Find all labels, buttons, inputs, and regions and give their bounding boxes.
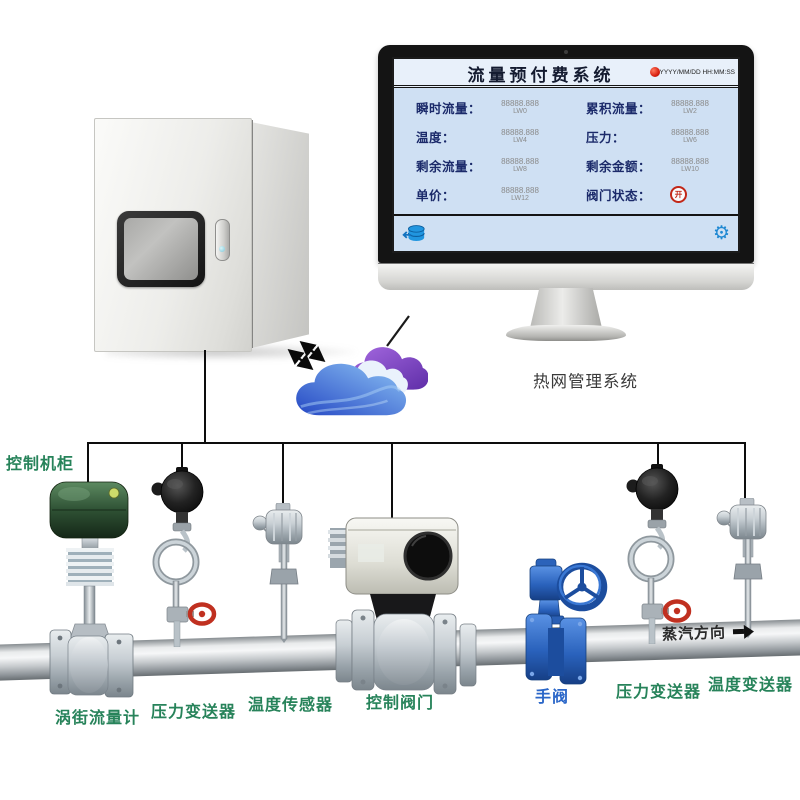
vortex-flowmeter-graphic [49,481,134,698]
hmi-register-tag: LW8 [513,166,527,174]
control-cabinet [92,112,356,360]
label-pressure-transmitter-2: 压力变送器 [616,684,702,701]
monitor-to-cloud-line [386,315,410,347]
hmi-screen: 流量预付费系统 YYYY/MM/DD HH:MM:SS 瞬时流量： 88888.… [392,57,740,253]
hmi-register-tag: LW10 [681,166,699,174]
signal-wiring-bus [87,350,746,521]
hmi-register-tag: LW6 [683,137,697,145]
label-temperature-transmitter: 温度变送器 [708,677,794,694]
label-temperature-sensor: 温度传感器 [248,697,334,714]
pressure-transmitter-graphic [626,464,692,644]
hmi-title: 流量预付费系统 [467,66,615,85]
label-vortex-flowmeter: 涡街流量计 [55,710,141,727]
hmi-register-tag: LW12 [511,195,529,203]
pressure-transmitter-graphic [151,467,217,647]
caption-heat-network-system: 热网管理系统 [533,373,638,391]
monitor: 流量预付费系统 YYYY/MM/DD HH:MM:SS 瞬时流量： 88888.… [378,45,754,345]
steam-direction: 蒸汽方向 [662,621,755,645]
hmi-register-tag: LW0 [513,108,527,116]
cabinet-door [94,118,252,352]
cabinet-cloud-arrow [299,341,326,362]
monitor-stand-neck [530,288,602,328]
hmi-value: 88888.888 [501,156,539,166]
hmi-datetime: YYYY/MM/DD HH:MM:SS [659,69,735,76]
hmi-value: 88888.888 [501,98,539,108]
hmi-register-tag: LW4 [513,137,527,145]
monitor-bezel: 流量预付费系统 YYYY/MM/DD HH:MM:SS 瞬时流量： 88888.… [378,45,754,263]
manual-valve-graphic [525,558,608,685]
temperature-transmitter-graphic [716,498,767,638]
camera-icon [564,50,568,54]
cabinet-side-panel [252,122,309,348]
monitor-stand-base [506,325,626,341]
hmi-value: 88888.888 [501,127,539,137]
hmi-footer: ⚙ [394,214,738,251]
right-arrow-icon [732,624,755,639]
hmi-titlebar: 流量预付费系统 YYYY/MM/DD HH:MM:SS [394,59,738,88]
cabinet-window-glass [124,218,198,280]
hmi-field-valve-status: 阀门状态： 开 [586,185,738,204]
valve-status-badge: 开 [670,186,687,203]
monitor-chin [378,263,754,290]
hmi-value: 88888.888 [671,98,709,108]
cabinet-window [117,211,205,287]
blue-cloud [296,363,407,416]
gear-icon[interactable]: ⚙ [712,223,730,244]
hmi-value: 88888.888 [671,127,709,137]
database-arrow-icon[interactable] [402,224,426,243]
label-control-valve: 控制阀门 [366,695,435,712]
hmi-value: 88888.888 [671,156,709,166]
label-manual-valve: 手阀 [535,689,570,706]
hmi-value: 88888.888 [501,185,539,195]
control-valve-graphic [328,517,477,695]
alarm-indicator-dot [650,67,660,77]
label-pressure-transmitter-1: 压力变送器 [151,704,237,721]
temperature-sensor-graphic [252,503,303,643]
cloud-icon [296,347,428,416]
cabinet-label: 控制机柜 [6,456,75,473]
steam-direction-label: 蒸汽方向 [661,624,727,644]
hmi-register-tag: LW2 [683,108,697,116]
cabinet-handle [215,219,230,261]
